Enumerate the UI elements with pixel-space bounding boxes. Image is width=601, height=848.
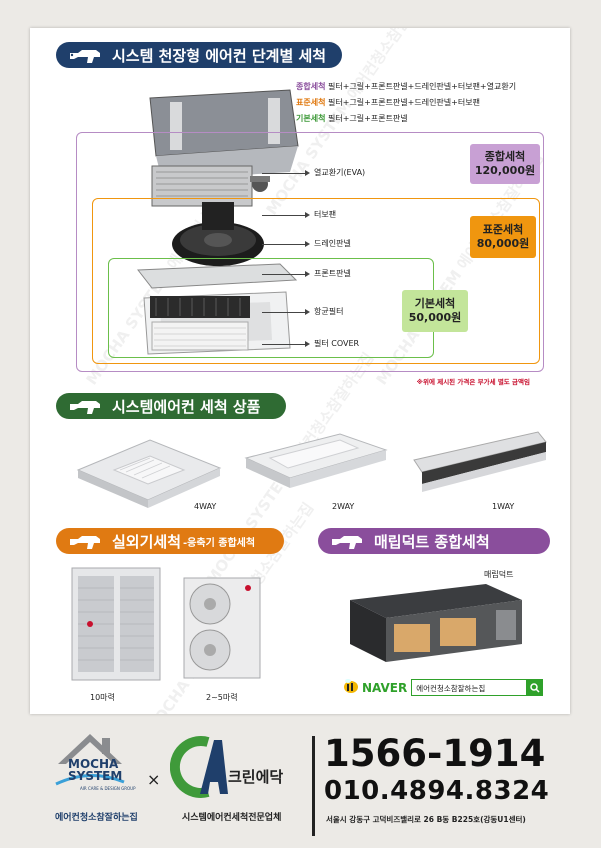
mocha-tagline: 에어컨청소참잘하는집: [55, 813, 138, 823]
spray-gun-icon: [70, 50, 100, 63]
outdoor-unit-small-image: [183, 577, 261, 679]
section1-title: 시스템 천장형 에어컨 단계별 세척: [112, 46, 327, 65]
product-4way-image: [76, 439, 222, 508]
flyer-sheet: MOCHA SYSTEM 에어컨청소참잘하는집 MOCHA SYSTEM 에어컨…: [30, 28, 570, 714]
filter-illustration: [150, 296, 250, 351]
section3-subtitle: -응축기 종합세척: [183, 537, 256, 549]
price-tag-comprehensive: 종합세척 120,000원: [470, 144, 540, 184]
pointer-line: [262, 271, 310, 277]
part-label-turbo-fan: 터보팬: [314, 210, 337, 219]
naver-search-button[interactable]: [527, 679, 544, 696]
price-tag-standard: 표준세척 80,000원: [470, 216, 536, 258]
legend-label: 표준세척: [296, 98, 326, 107]
product-2way-image: [244, 433, 388, 488]
legend-desc: 필터+그릴+프론트판넬+드레인판넬+터보팬+열교환기: [328, 82, 517, 91]
section3-title: 실외기세척: [112, 532, 182, 551]
phone-main[interactable]: 1566-1914: [324, 732, 546, 775]
part-label-drain-panel: 드레인판넬: [314, 239, 351, 248]
standard-frame: [92, 198, 540, 364]
footer: MOCHA SYSTEM AIR CARE & DESIGN GROUP 에어컨…: [0, 714, 601, 848]
mocha-subtitle: AIR CARE & DESIGN GROUP: [80, 786, 136, 791]
outdoor-unit-10hp-image: [71, 567, 161, 681]
clean-edoc-name: 크린에닥: [228, 768, 284, 786]
section1-banner: 시스템 천장형 에어컨 단계별 세척: [56, 42, 342, 68]
section2-banner: 시스템에어컨 세척 상품: [56, 393, 286, 419]
outdoor-label-10hp: 10마력: [90, 693, 115, 702]
mocha-logo: MOCHA SYSTEM: [68, 758, 122, 782]
legend-label: 기본세척: [296, 114, 326, 123]
basic-frame: [108, 258, 434, 358]
naver-search-input[interactable]: 에어컨청소참잘하는집: [411, 679, 528, 696]
product-1way-image: [413, 431, 547, 492]
bee-icon: [344, 679, 358, 693]
clean-edoc-logo-icon: [170, 736, 228, 798]
mocha-logo-line1: MOCHA: [68, 757, 119, 771]
pointer-line: [262, 241, 310, 247]
naver-logo: NAVER: [362, 680, 408, 695]
address: 서울시 강동구 고덕비즈밸리로 26 B동 B225호(강동U1센터): [326, 815, 526, 824]
pointer-line: [262, 212, 310, 218]
product-label-2way: 2WAY: [332, 502, 355, 511]
section2-title: 시스템에어컨 세척 상품: [112, 397, 261, 416]
clean-edoc-tagline: 시스템에어컨세척전문업체: [182, 813, 282, 823]
pointer-line: [262, 170, 310, 176]
part-label-evaporator: 열교환기(EVA): [314, 168, 366, 177]
price-tag-price: 50,000원: [408, 311, 462, 324]
spray-gun-icon: [70, 401, 100, 414]
price-tag-name: 기본세척: [414, 297, 456, 311]
times-symbol: ×: [147, 770, 161, 789]
naver-search: NAVER 에어컨청소참잘하는집: [342, 679, 544, 696]
comprehensive-frame: [76, 132, 544, 372]
legend-row-1: 종합세척 필터+그릴+프론트판넬+드레인판넬+터보팬+열교환기: [296, 81, 516, 92]
product-label-1way: 1WAY: [492, 502, 515, 511]
phone-mobile[interactable]: 010.4894.8324: [324, 776, 550, 806]
legend-desc: 필터+그릴+프론트판넬+드레인판넬+터보팬: [328, 98, 480, 107]
search-icon: [530, 682, 540, 693]
exploded-cassette-illustration: [137, 89, 299, 355]
price-tag-price: 80,000원: [476, 237, 530, 250]
legend-label: 종합세척: [296, 82, 326, 91]
section3-banner: 실외기세척-응축기 종합세척: [56, 528, 284, 554]
legend-row-2: 표준세척 필터+그릴+프론트판넬+드레인판넬+터보팬: [296, 97, 480, 108]
outdoor-label-small: 2~5마력: [206, 693, 238, 702]
footer-divider: [312, 736, 315, 836]
ducted-unit-image: [350, 584, 522, 662]
part-label-filter: 항균필터: [314, 307, 344, 316]
part-label-filter-cover: 필터 COVER: [314, 339, 360, 348]
product-label-4way: 4WAY: [194, 502, 217, 511]
spray-gun-icon: [332, 536, 362, 549]
legend-row-3: 기본세척 필터+그릴+프론트판넬: [296, 113, 408, 124]
price-tag-name: 종합세척: [484, 150, 526, 164]
duct-label: 매립덕트: [484, 570, 514, 579]
price-tag-basic: 기본세척 50,000원: [402, 290, 468, 332]
price-note: ※위에 제시된 가격은 부가세 별도 금액임: [416, 378, 530, 386]
part-label-front-panel: 프론트판넬: [314, 269, 351, 278]
price-tag-price: 120,000원: [474, 164, 536, 177]
house-logo-icon: [55, 734, 125, 786]
pointer-line: [262, 309, 310, 315]
section4-banner: 매립덕트 종합세척: [318, 528, 550, 554]
spray-gun-icon: [70, 536, 100, 549]
legend-desc: 필터+그릴+프론트판넬: [328, 114, 408, 123]
mocha-logo-line2: SYSTEM: [68, 769, 123, 783]
price-tag-name: 표준세척: [482, 223, 524, 237]
pointer-line: [262, 341, 310, 347]
section4-title: 매립덕트 종합세척: [374, 532, 490, 551]
